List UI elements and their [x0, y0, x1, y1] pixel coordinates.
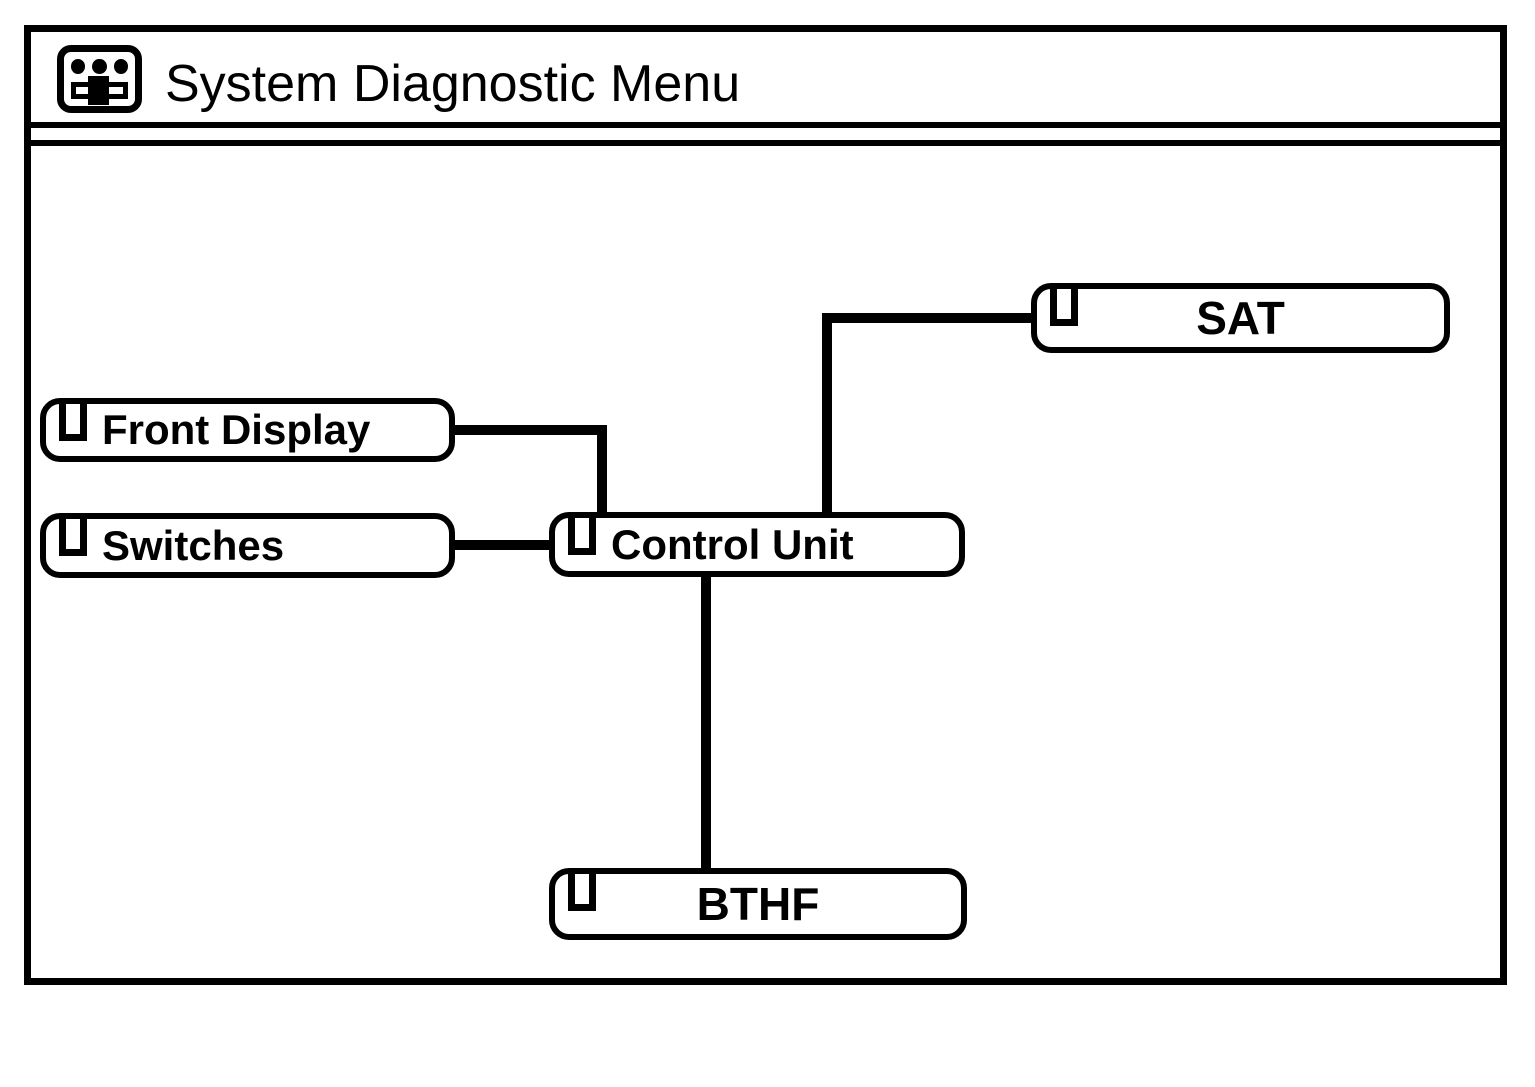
connector-front-display-control-unit-v	[597, 425, 607, 512]
icon-dot	[71, 59, 86, 74]
control-panel-icon-dots	[71, 59, 128, 75]
header-separator-top	[31, 122, 1500, 128]
connector-control-unit-bthf	[701, 574, 711, 868]
header-separator-bottom	[31, 140, 1500, 146]
window-frame: System Diagnostic Menu Front Display Swi…	[24, 25, 1507, 985]
node-label: Control Unit	[611, 520, 854, 568]
node-label: Front Display	[102, 406, 371, 453]
node-label: Switches	[102, 521, 285, 569]
tab-icon	[1050, 289, 1078, 326]
page-title: System Diagnostic Menu	[165, 55, 741, 113]
connector-switches-control-unit	[452, 540, 552, 550]
tab-icon	[59, 519, 87, 556]
node-label: SAT	[1196, 292, 1285, 344]
tab-icon	[568, 518, 596, 555]
icon-dot	[92, 59, 107, 74]
icon-dot	[113, 59, 128, 74]
node-bthf[interactable]: BTHF	[549, 868, 967, 940]
connector-control-unit-sat-v	[822, 313, 832, 512]
tab-icon	[568, 874, 596, 911]
control-panel-icon	[57, 45, 142, 113]
node-switches[interactable]: Switches	[40, 513, 455, 578]
connector-front-display-control-unit-h	[452, 425, 607, 435]
node-front-display[interactable]: Front Display	[40, 398, 455, 462]
icon-slider-knob	[88, 76, 109, 105]
tab-icon	[59, 404, 87, 441]
node-label: BTHF	[696, 878, 820, 930]
connector-control-unit-sat-h	[822, 313, 1034, 323]
node-sat[interactable]: SAT	[1031, 283, 1450, 353]
node-control-unit[interactable]: Control Unit	[549, 512, 965, 577]
